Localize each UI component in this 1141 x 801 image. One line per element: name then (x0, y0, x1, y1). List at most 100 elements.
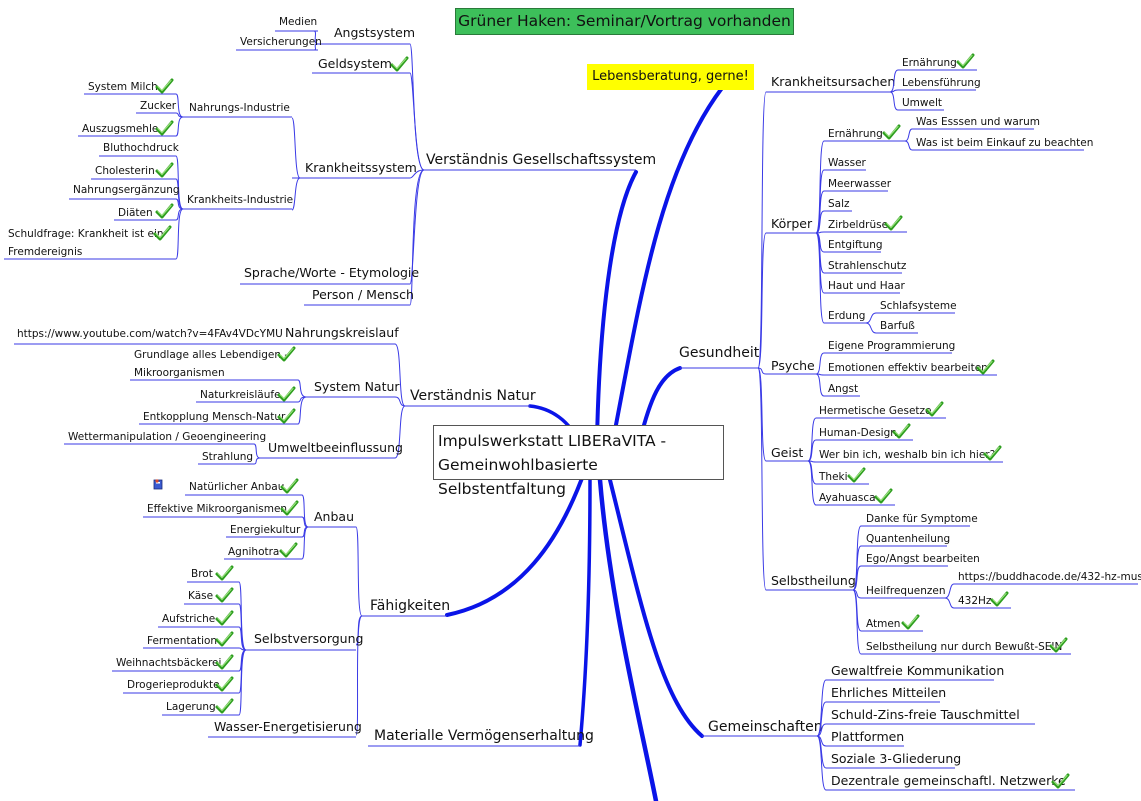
leaf-netzwerke[interactable]: Dezentrale gemeinschaftl. Netzwerke (831, 773, 1066, 788)
leaf-ego-angst[interactable]: Ego/Angst bearbeiten (866, 553, 980, 565)
leaf-salz[interactable]: Salz (828, 198, 850, 210)
leaf-schuldfrage-line1[interactable]: Schuldfrage: Krankheit ist ein (8, 228, 164, 240)
leaf-theki[interactable]: Theki (818, 471, 848, 483)
leaf-system-milch[interactable]: System Milch (88, 81, 158, 93)
leaf-umwelt[interactable]: Umwelt (902, 97, 942, 109)
node-ernaehrung-koerper[interactable]: Ernährung (828, 128, 883, 140)
legend-box: Grüner Haken: Seminar/Vortrag vorhanden (455, 8, 794, 35)
leaf-wettermanipulation[interactable]: Wettermanipulation / Geoengineering (68, 431, 266, 443)
node-gesundheit[interactable]: Gesundheit (679, 345, 760, 361)
leaf-agnihotra[interactable]: Agnihotra (228, 546, 279, 558)
leaf-einkauf[interactable]: Was ist beim Einkauf zu beachten (916, 137, 1093, 149)
node-geldsystem[interactable]: Geldsystem (318, 56, 392, 71)
leaf-drogerieprodukte[interactable]: Drogerieprodukte (127, 679, 220, 691)
leaf-lagerung[interactable]: Lagerung (166, 701, 216, 713)
leaf-human-design[interactable]: Human-Design (819, 427, 897, 439)
node-selbstheilung[interactable]: Selbstheilung (771, 573, 856, 588)
check-icon (215, 610, 234, 626)
node-psyche[interactable]: Psyche (771, 358, 815, 373)
leaf-angst[interactable]: Angst (828, 383, 858, 395)
node-krankheitsursachen[interactable]: Krankheitsursachen (771, 74, 895, 89)
leaf-ayahuasca[interactable]: Ayahuasca (819, 492, 876, 504)
leaf-barfuss[interactable]: Barfuß (880, 320, 915, 332)
leaf-zucker[interactable]: Zucker (140, 100, 177, 112)
leaf-danke-symptome[interactable]: Danke für Symptome (866, 513, 978, 525)
node-person[interactable]: Person / Mensch (312, 287, 414, 302)
node-selbstversorgung[interactable]: Selbstversorgung (254, 631, 363, 646)
leaf-aufstriche[interactable]: Aufstriche (162, 613, 215, 625)
leaf-strahlenschutz[interactable]: Strahlenschutz (828, 260, 907, 272)
leaf-hermetische-gesetze[interactable]: Hermetische Gesetze (819, 405, 932, 417)
leaf-lebensfuehrung[interactable]: Lebensführung (902, 77, 981, 89)
leaf-effektive-mikroorganismen[interactable]: Effektive Mikroorganismen (147, 503, 287, 515)
node-natur[interactable]: Verständnis Natur (410, 388, 536, 404)
node-geist[interactable]: Geist (771, 445, 803, 460)
leaf-diaeten[interactable]: Diäten (118, 207, 153, 219)
leaf-youtube-url[interactable]: https://www.youtube.com/watch?v=4FAv4VDc… (17, 328, 283, 340)
leaf-buddhacode-url[interactable]: https://buddhacode.de/432-hz-musik (958, 571, 1141, 583)
node-nahrungskreislauf[interactable]: Nahrungskreislauf (285, 325, 399, 340)
leaf-soziale-gliederung[interactable]: Soziale 3-Gliederung (831, 751, 961, 766)
leaf-entgiftung[interactable]: Entgiftung (828, 239, 883, 251)
leaf-nahrungsergaenzung[interactable]: Nahrungsergänzung (73, 184, 180, 196)
leaf-medien[interactable]: Medien (279, 16, 317, 28)
leaf-brot[interactable]: Brot (191, 568, 213, 580)
leaf-bluthochdruck[interactable]: Bluthochdruck (103, 142, 180, 154)
leaf-strahlung[interactable]: Strahlung (202, 451, 253, 463)
leaf-432hz[interactable]: 432Hz (958, 595, 992, 607)
leaf-meerwasser[interactable]: Meerwasser (828, 178, 892, 190)
leaf-auszugsmehle[interactable]: Auszugsmehle (82, 123, 158, 135)
leaf-wasser[interactable]: Wasser (828, 157, 867, 169)
branch-natur: Verständnis Natur Nahrungskreislauf http… (14, 325, 536, 465)
leaf-naturkreislaeufe[interactable]: Naturkreisläufe (200, 389, 281, 401)
check-icon (884, 215, 903, 231)
check-icon (155, 203, 174, 219)
node-anbau[interactable]: Anbau (314, 509, 354, 524)
node-umweltbeeinflussung[interactable]: Umweltbeeinflussung (268, 440, 403, 455)
leaf-atmen[interactable]: Atmen (866, 618, 900, 630)
leaf-ernaehrung-ursache[interactable]: Ernährung (902, 57, 957, 69)
node-krankheitssystem[interactable]: Krankheitssystem (305, 160, 417, 175)
node-koerper[interactable]: Körper (771, 216, 813, 231)
leaf-was-essen[interactable]: Was Esssen und warum (916, 116, 1040, 128)
leaf-versicherungen[interactable]: Versicherungen (240, 36, 322, 48)
node-gemeinschaften[interactable]: Gemeinschaften (708, 719, 823, 735)
leaf-natuerlicher-anbau[interactable]: Natürlicher Anbau (189, 481, 284, 493)
leaf-haut-haar[interactable]: Haut und Haar (828, 280, 906, 292)
node-erdung[interactable]: Erdung (828, 310, 865, 322)
leaf-ehrliches-mitteilen[interactable]: Ehrliches Mitteilen (831, 685, 946, 700)
leaf-tauschmittel[interactable]: Schuld-Zins-freie Tauschmittel (831, 707, 1020, 722)
leaf-quantenheilung[interactable]: Quantenheilung (866, 533, 950, 545)
node-vermoegenserhaltung[interactable]: Materialle Vermögenserhaltung (374, 728, 594, 744)
central-topic[interactable]: Impulswerkstatt LIBERaVITA - Gemeinwohlb… (433, 425, 724, 498)
leaf-kaese[interactable]: Käse (188, 590, 213, 602)
leaf-plattformen[interactable]: Plattformen (831, 729, 904, 744)
node-krankheits-industrie[interactable]: Krankheits-Industrie (187, 194, 293, 206)
legend-text: Grüner Haken: Seminar/Vortrag vorhanden (458, 12, 791, 30)
check-icon (155, 78, 174, 94)
node-heilfrequenzen[interactable]: Heilfrequenzen (866, 585, 946, 597)
node-system-natur[interactable]: System Natur (314, 379, 400, 394)
leaf-programmierung[interactable]: Eigene Programmierung (828, 340, 955, 352)
leaf-entkopplung[interactable]: Entkopplung Mensch-Natur (143, 411, 286, 423)
leaf-cholesterin[interactable]: Cholesterin (95, 165, 155, 177)
leaf-grundlage-line1[interactable]: Grundlage alles Lebendigen - (134, 349, 288, 361)
node-wasser-energetisierung[interactable]: Wasser-Energetisierung (214, 719, 362, 734)
node-sprache[interactable]: Sprache/Worte - Etymologie (244, 265, 419, 280)
leaf-zirbeldruese[interactable]: Zirbeldrüse (828, 219, 888, 231)
leaf-grundlage-line2[interactable]: Mikroorganismen (134, 367, 225, 379)
leaf-fermentation[interactable]: Fermentation (147, 635, 217, 647)
leaf-weihnachtsbaeckerei[interactable]: Weihnachtsbäckerei (116, 657, 221, 669)
node-faehigkeiten[interactable]: Fähigkeiten (370, 598, 450, 614)
leaf-schuldfrage-line2[interactable]: Fremdereignis (8, 246, 82, 258)
note-box[interactable]: Lebensberatung, gerne! (587, 64, 754, 90)
leaf-energiekultur[interactable]: Energiekultur (230, 524, 301, 536)
leaf-emotionen[interactable]: Emotionen effektiv bearbeiten (828, 362, 988, 374)
node-angstsystem[interactable]: Angstsystem (334, 25, 415, 40)
leaf-wer-bin-ich[interactable]: Wer bin ich, weshalb bin ich hier? (819, 449, 995, 461)
leaf-schlafsysteme[interactable]: Schlafsysteme (880, 300, 957, 312)
leaf-bewusst-sein[interactable]: Selbstheilung nur durch Bewußt-SEIN (866, 641, 1062, 653)
node-nahrungs-industrie[interactable]: Nahrungs-Industrie (189, 102, 290, 114)
node-gesellschaft[interactable]: Verständnis Gesellschaftssystem (426, 152, 656, 168)
leaf-gewaltfreie-kommunikation[interactable]: Gewaltfreie Kommunikation (831, 663, 1004, 678)
